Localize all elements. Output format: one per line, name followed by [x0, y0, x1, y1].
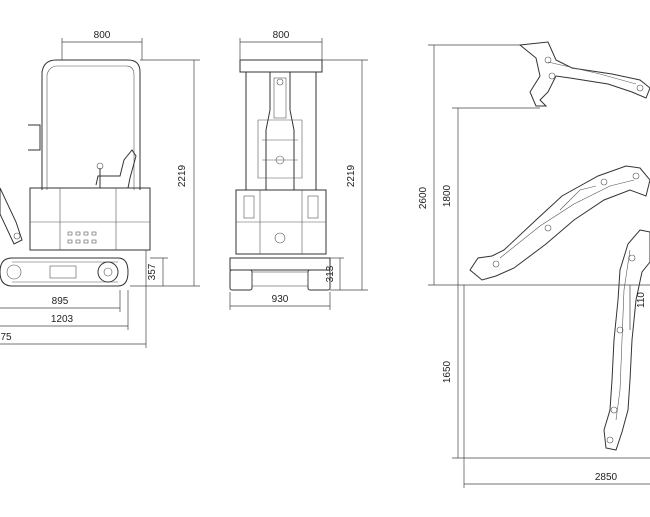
front-track-left	[229, 269, 253, 291]
side-cab-width-label: 800	[94, 30, 111, 41]
front-canopy-roof	[239, 59, 323, 73]
side-height-label: 2219	[177, 164, 188, 187]
range-dump-height-label: 1800	[442, 184, 453, 207]
side-engine-vents	[67, 231, 97, 244]
side-engine-body	[29, 187, 151, 251]
side-undercarriage-length-label: 1203	[51, 314, 74, 325]
range-dig-depth-label: 1650	[442, 360, 453, 383]
side-track	[0, 257, 129, 287]
front-view: 800 2219 313 930	[229, 30, 368, 310]
side-boom-stub	[0, 187, 23, 245]
range-wall-depth-label: 110	[636, 292, 647, 308]
range-lower-arm	[603, 229, 650, 451]
side-cab-frame	[41, 59, 141, 190]
range-reach-label: 2850	[595, 472, 618, 483]
side-dim-lines	[0, 38, 200, 348]
front-height-label: 2219	[346, 164, 357, 187]
front-track-height-label: 313	[325, 265, 336, 282]
range-dim-lines	[428, 44, 650, 488]
side-view: 800 2219 357 895 1203 75	[0, 30, 200, 348]
range-top-boom	[518, 41, 650, 107]
front-width-top-label: 800	[273, 30, 290, 41]
side-track-height-label: 357	[147, 263, 158, 280]
front-overall-width-label: 930	[272, 294, 289, 305]
side-overall-length-label: 75	[0, 332, 12, 343]
front-dim-lines	[229, 38, 368, 310]
front-undercarriage	[229, 257, 331, 271]
range-middle-arm	[469, 165, 650, 281]
side-track-idler	[97, 261, 119, 283]
range-dig-height-label: 2600	[418, 186, 429, 209]
front-boom	[265, 72, 295, 190]
side-track-length-label: 895	[52, 296, 69, 307]
working-range-view: 2600 1800 1650 2850 110	[418, 41, 650, 488]
